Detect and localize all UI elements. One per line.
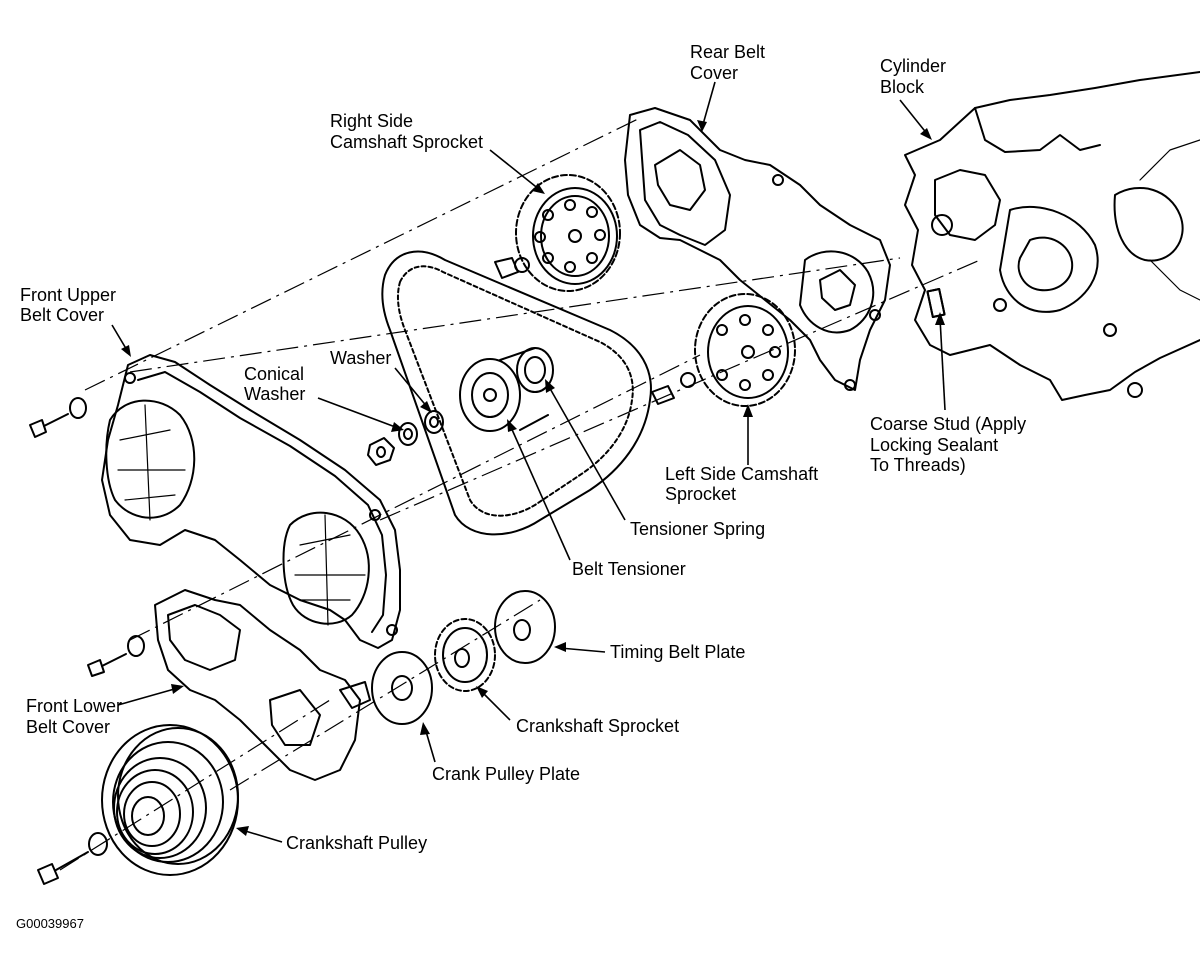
label-line: Left Side Camshaft	[665, 464, 818, 484]
label-line: Belt Cover	[20, 305, 104, 325]
label-line: Cover	[690, 63, 738, 83]
label-cylinder-block: Cylinder Block	[880, 56, 946, 97]
label-line: Rear Belt	[690, 42, 765, 62]
label-crank-pulley-plate: Crank Pulley Plate	[432, 764, 580, 784]
label-line: To Threads)	[870, 455, 966, 475]
svg-text:Sprocket: Sprocket	[665, 484, 736, 504]
label-timing-belt-plate: Timing Belt Plate	[610, 642, 745, 662]
label-washer: Washer	[330, 348, 391, 368]
label-line: Front Lower	[26, 696, 122, 716]
assembly-centerlines	[59, 117, 981, 871]
svg-text:Belt Tensioner: Belt Tensioner	[572, 559, 686, 579]
label-line: Washer	[244, 384, 305, 404]
svg-text:Timing Belt Plate: Timing Belt Plate	[610, 642, 745, 662]
rear-belt-cover	[624, 107, 891, 391]
label-rear-belt-cover: Rear Belt Cover	[690, 42, 765, 83]
label-line: Front Upper	[20, 285, 116, 305]
crankshaft-pulley-bolt	[37, 832, 108, 885]
tensioner-spring	[516, 347, 554, 393]
label-line: Crankshaft Pulley	[286, 833, 427, 853]
label-belt-tensioner: Belt Tensioner	[572, 559, 686, 579]
label-tensioner-spring: Tensioner Spring	[630, 519, 765, 539]
washer-part	[424, 410, 444, 434]
label-line: Belt Cover	[26, 717, 110, 737]
svg-text:Cover: Cover	[690, 63, 738, 83]
svg-text:Left Side Camshaft: Left Side Camshaft	[665, 464, 818, 484]
svg-text:Locking Sealant: Locking Sealant	[870, 435, 998, 455]
label-line: Crank Pulley Plate	[432, 764, 580, 784]
nut-part	[367, 437, 395, 466]
svg-text:Tensioner Spring: Tensioner Spring	[630, 519, 765, 539]
cylinder-block	[904, 71, 1200, 401]
label-coarse-stud: Coarse Stud (Apply Locking Sealant To Th…	[870, 414, 1026, 475]
label-line: Conical	[244, 364, 304, 384]
label-crankshaft-sprocket: Crankshaft Sprocket	[516, 716, 679, 736]
label-line: Tensioner Spring	[630, 519, 765, 539]
label-front-lower-belt-cover: Front Lower Belt Cover	[26, 696, 122, 737]
belt-tensioner	[459, 347, 549, 432]
svg-text:Cylinder: Cylinder	[880, 56, 946, 76]
right-side-camshaft-sprocket	[494, 174, 621, 292]
svg-text:Front Lower: Front Lower	[26, 696, 122, 716]
label-line: Crankshaft Sprocket	[516, 716, 679, 736]
svg-text:To Threads): To Threads)	[870, 455, 966, 475]
coarse-stud-part	[926, 288, 946, 318]
timing-belt-plate	[494, 590, 556, 664]
label-front-upper-belt-cover: Front Upper Belt Cover	[20, 285, 116, 325]
svg-text:Coarse Stud (Apply: Coarse Stud (Apply	[870, 414, 1026, 434]
label-left-side-camshaft-sprocket: Left Side Camshaft Sprocket	[665, 464, 818, 504]
svg-text:Washer: Washer	[244, 384, 305, 404]
left-side-camshaft-sprocket	[651, 293, 796, 407]
label-line: Right Side	[330, 111, 413, 131]
svg-text:Block: Block	[880, 77, 925, 97]
svg-text:Crank Pulley Plate: Crank Pulley Plate	[432, 764, 580, 784]
svg-text:Crankshaft Pulley: Crankshaft Pulley	[286, 833, 427, 853]
label-line: Sprocket	[665, 484, 736, 504]
label-line: Camshaft Sprocket	[330, 132, 483, 152]
front-lower-bolt	[87, 635, 145, 677]
label-right-side-camshaft-sprocket: Right Side Camshaft Sprocket	[330, 111, 483, 152]
callout-leaders	[111, 81, 946, 843]
conical-washer-part	[398, 422, 418, 446]
svg-text:Washer: Washer	[330, 348, 391, 368]
label-line: Coarse Stud (Apply	[870, 414, 1026, 434]
svg-text:Right Side: Right Side	[330, 111, 413, 131]
svg-text:Camshaft Sprocket: Camshaft Sprocket	[330, 132, 483, 152]
svg-text:Crankshaft Sprocket: Crankshaft Sprocket	[516, 716, 679, 736]
label-line: Timing Belt Plate	[610, 642, 745, 662]
svg-text:Conical: Conical	[244, 364, 304, 384]
crankshaft-sprocket	[434, 618, 496, 692]
front-upper-belt-cover	[101, 354, 401, 649]
label-line: Cylinder	[880, 56, 946, 76]
label-line: Belt Tensioner	[572, 559, 686, 579]
svg-text:Rear Belt: Rear Belt	[690, 42, 765, 62]
label-line: Locking Sealant	[870, 435, 998, 455]
crankshaft-pulley	[101, 724, 239, 876]
timing-belt	[381, 250, 652, 536]
svg-text:Belt Cover: Belt Cover	[20, 305, 104, 325]
svg-text:Front Upper: Front Upper	[20, 285, 116, 305]
label-line: Washer	[330, 348, 391, 368]
label-line: Block	[880, 77, 925, 97]
front-lower-belt-cover	[154, 589, 371, 781]
front-upper-bolt	[29, 397, 87, 438]
figure-code: G00039967	[16, 916, 84, 931]
crank-pulley-plate	[371, 651, 433, 725]
svg-text:Belt Cover: Belt Cover	[26, 717, 110, 737]
label-conical-washer: Conical Washer	[244, 364, 305, 404]
label-crankshaft-pulley: Crankshaft Pulley	[286, 833, 427, 853]
